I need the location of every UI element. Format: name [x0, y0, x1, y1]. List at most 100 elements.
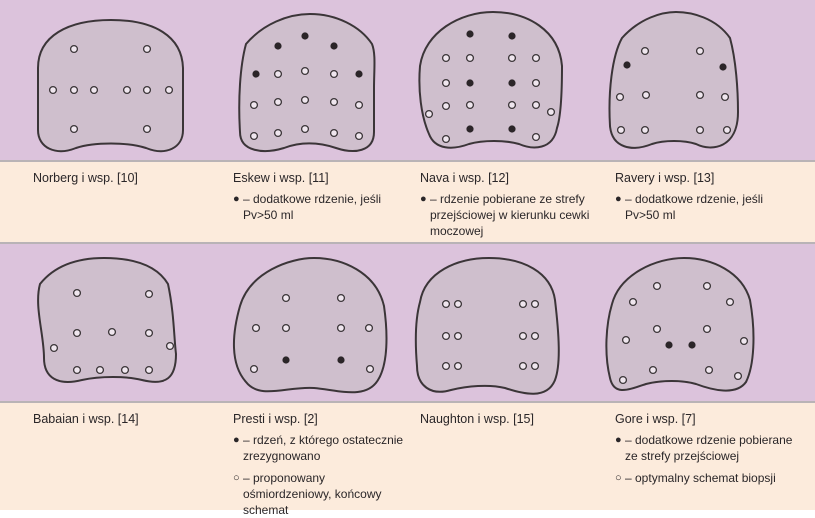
core-open-marker: [702, 324, 712, 334]
legend-item: ●– dodatkowe rdzenie, jeśli Pv>50 ml: [233, 191, 408, 223]
prostate-outline: [233, 256, 388, 394]
scheme-caption: Nava i wsp. [12]: [420, 171, 509, 185]
core-open-marker: [424, 109, 434, 119]
core-open-marker: [621, 335, 631, 345]
core-open-marker: [249, 131, 259, 141]
legend-text: – dodatkowe rdzenie pobierane ze strefy …: [625, 433, 793, 463]
legend-text: – dodatkowe rdzenie, jeśli Pv>50 ml: [625, 192, 764, 222]
core-filled-marker: [282, 356, 290, 364]
legend-text: – rdzenie pobierane ze strefy przejściow…: [430, 192, 590, 238]
prostate-diagram-nava: [418, 10, 564, 149]
core-filled-marker: [274, 42, 282, 50]
core-open-marker: [531, 53, 541, 63]
prostate-outline: [37, 256, 178, 383]
core-open-marker: [546, 107, 556, 117]
scheme-caption: Presti i wsp. [2]: [233, 412, 318, 426]
core-open-marker: [453, 331, 463, 341]
core-open-marker: [695, 125, 705, 135]
legend-item: ●– rdzeń, z którego ostatecznie zrezygno…: [233, 432, 408, 464]
core-open-marker: [465, 100, 475, 110]
prostate-outline: [605, 256, 755, 392]
core-open-marker: [120, 365, 130, 375]
divider: [0, 242, 815, 244]
scheme-caption: Eskew i wsp. [11]: [233, 171, 329, 185]
core-open-marker: [69, 44, 79, 54]
core-open-marker: [365, 364, 375, 374]
core-open-marker: [354, 131, 364, 141]
open-circle-icon: ○: [233, 472, 240, 484]
core-open-marker: [640, 125, 650, 135]
core-open-marker: [48, 85, 58, 95]
core-open-marker: [725, 297, 735, 307]
core-open-marker: [300, 66, 310, 76]
core-open-marker: [640, 46, 650, 56]
prostate-diagram-ravery: [608, 10, 740, 149]
legend-text: – rdzeń, z którego ostatecznie zrezygnow…: [243, 433, 404, 463]
core-open-marker: [249, 100, 259, 110]
divider: [0, 160, 815, 162]
core-filled-marker: [665, 341, 673, 349]
core-open-marker: [329, 128, 339, 138]
core-open-marker: [441, 78, 451, 88]
core-filled-marker: [337, 356, 345, 364]
legend-item: ○– optymalny schemat biopsji: [615, 470, 800, 486]
core-open-marker: [142, 44, 152, 54]
core-filled-marker: [355, 70, 363, 78]
core-open-marker: [300, 124, 310, 134]
scheme-caption: Babaian i wsp. [14]: [33, 412, 139, 426]
core-open-marker: [336, 323, 346, 333]
core-open-marker: [720, 92, 730, 102]
core-open-marker: [453, 299, 463, 309]
core-open-marker: [364, 323, 374, 333]
core-open-marker: [615, 92, 625, 102]
core-open-marker: [122, 85, 132, 95]
core-open-marker: [531, 78, 541, 88]
core-open-marker: [722, 125, 732, 135]
core-open-marker: [739, 336, 749, 346]
scheme-caption: Gore i wsp. [7]: [615, 412, 696, 426]
core-open-marker: [531, 100, 541, 110]
prostate-outline: [37, 18, 184, 153]
core-filled-marker: [719, 63, 727, 71]
filled-dot-icon: ●: [233, 434, 240, 446]
core-filled-marker: [508, 32, 516, 40]
core-filled-marker: [688, 341, 696, 349]
core-open-marker: [531, 132, 541, 142]
prostate-diagram-gore: [605, 256, 755, 392]
scheme-caption: Ravery i wsp. [13]: [615, 171, 715, 185]
legend-text: – dodatkowe rdzenie, jeśli Pv>50 ml: [243, 192, 382, 222]
core-open-marker: [273, 69, 283, 79]
core-filled-marker: [508, 125, 516, 133]
prostate-diagram-norberg: [37, 18, 184, 153]
filled-dot-icon: ●: [615, 193, 622, 205]
core-open-marker: [441, 361, 451, 371]
core-open-marker: [164, 85, 174, 95]
filled-dot-icon: ●: [615, 434, 622, 446]
core-open-marker: [702, 281, 712, 291]
core-open-marker: [273, 97, 283, 107]
row-1-captions-band: [0, 162, 815, 242]
prostate-diagram-eskew: [238, 12, 376, 152]
core-open-marker: [518, 361, 528, 371]
core-open-marker: [465, 53, 475, 63]
legend-item: ●– rdzenie pobierane ze strefy przejścio…: [420, 191, 595, 239]
core-open-marker: [281, 323, 291, 333]
prostate-diagram-naughton: [414, 256, 560, 395]
core-filled-marker: [466, 125, 474, 133]
core-open-marker: [72, 365, 82, 375]
core-open-marker: [69, 85, 79, 95]
core-open-marker: [441, 134, 451, 144]
core-open-marker: [329, 97, 339, 107]
core-open-marker: [441, 299, 451, 309]
divider: [0, 401, 815, 403]
core-open-marker: [72, 328, 82, 338]
core-open-marker: [441, 101, 451, 111]
core-open-marker: [107, 327, 117, 337]
prostate-diagram-presti: [233, 256, 388, 394]
core-open-marker: [72, 288, 82, 298]
core-open-marker: [354, 100, 364, 110]
core-filled-marker: [508, 79, 516, 87]
prostate-outline: [418, 10, 564, 149]
core-open-marker: [733, 371, 743, 381]
